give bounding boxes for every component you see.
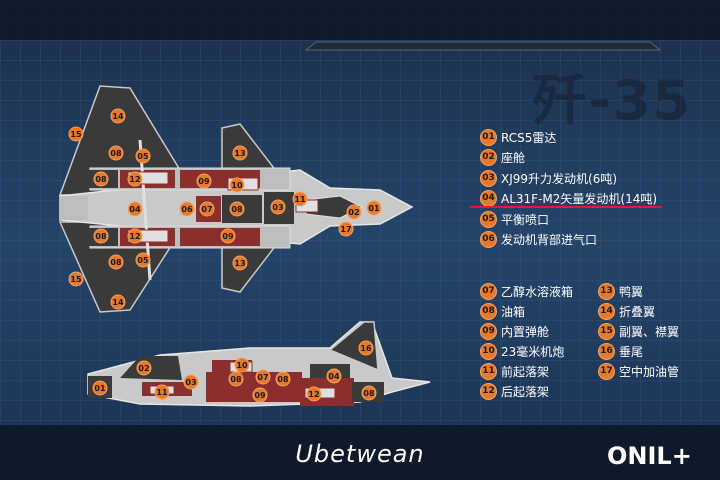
svg-text:12: 12: [308, 390, 319, 399]
svg-text:02: 02: [348, 208, 359, 217]
svg-text:02: 02: [138, 364, 149, 373]
svg-text:13: 13: [234, 259, 245, 268]
svg-text:13: 13: [234, 149, 245, 158]
svg-text:08: 08: [110, 258, 122, 267]
footer-brand: Ubetwean: [295, 440, 425, 468]
vertical-tail: [328, 321, 379, 372]
title-art: 歼-35: [532, 69, 692, 132]
svg-text:08: 08: [95, 175, 107, 184]
svg-text:15: 15: [70, 130, 82, 139]
svg-text:11: 11: [156, 388, 168, 397]
highlight-underline: [470, 206, 662, 208]
svg-text:10: 10: [231, 181, 243, 190]
svg-text:12: 12: [129, 232, 140, 241]
svg-text:08: 08: [95, 232, 107, 241]
svg-text:09: 09: [198, 177, 210, 186]
svg-text:01: 01: [94, 384, 106, 393]
svg-text:14: 14: [112, 298, 124, 307]
svg-text:07: 07: [201, 205, 212, 214]
svg-text:08: 08: [277, 375, 289, 384]
svg-text:10: 10: [236, 361, 248, 370]
svg-text:09: 09: [254, 391, 266, 400]
svg-text:05: 05: [137, 152, 149, 161]
svg-text:08: 08: [363, 389, 375, 398]
svg-text:15: 15: [70, 275, 82, 284]
brand-logo: ONIL+: [607, 442, 692, 470]
svg-text:07: 07: [257, 373, 268, 382]
svg-text:16: 16: [360, 344, 372, 353]
svg-text:08: 08: [231, 205, 243, 214]
svg-text:04: 04: [129, 205, 141, 214]
aircraft-top-view: [58, 85, 414, 313]
svg-text:08: 08: [230, 375, 242, 384]
svg-text:09: 09: [222, 232, 234, 241]
svg-text:12: 12: [129, 175, 140, 184]
svg-text:01: 01: [368, 204, 380, 213]
svg-text:17: 17: [340, 225, 351, 234]
svg-text:04: 04: [328, 372, 340, 381]
svg-text:08: 08: [110, 149, 122, 158]
svg-text:11: 11: [294, 195, 306, 204]
diagram-markers: 14 15 08 05 13 08 12 09 10 04 06 07 08 0…: [68, 108, 382, 403]
svg-text:05: 05: [137, 256, 149, 265]
svg-text:06: 06: [181, 205, 193, 214]
top-bar-decoration: [304, 41, 662, 51]
svg-text:03: 03: [185, 378, 196, 387]
svg-text:03: 03: [272, 203, 283, 212]
svg-text:14: 14: [112, 112, 124, 121]
